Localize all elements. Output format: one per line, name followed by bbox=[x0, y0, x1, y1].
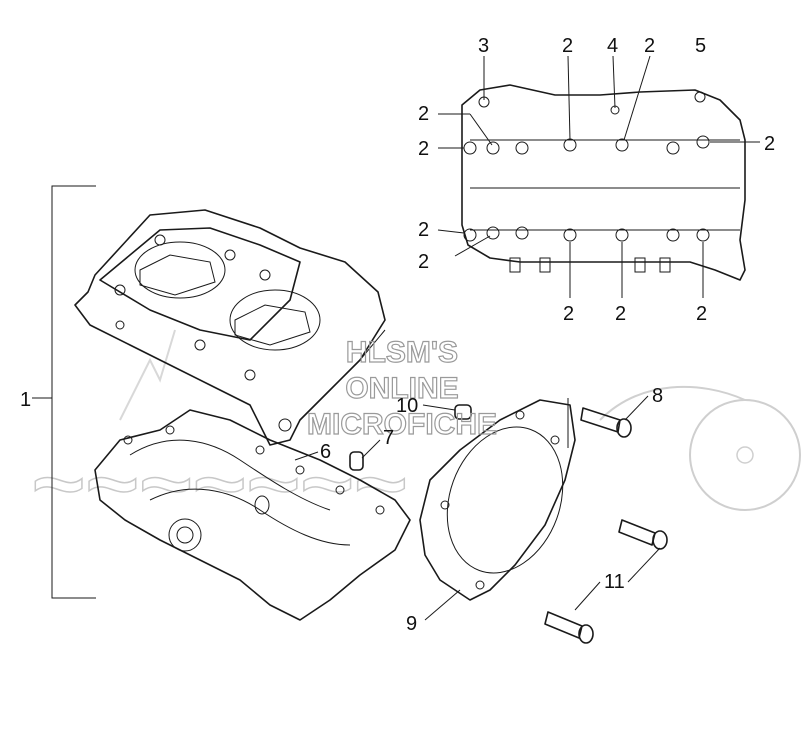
callout-2-left-a: 2 bbox=[418, 103, 429, 125]
bolt-11-upper bbox=[618, 519, 668, 550]
callout-9: 9 bbox=[406, 613, 417, 635]
callout-5: 5 bbox=[695, 35, 706, 57]
housing-9 bbox=[419, 398, 576, 601]
callout-2-left-c: 2 bbox=[418, 219, 429, 241]
callout-2-right: 2 bbox=[764, 133, 775, 155]
watermark-logo-text: ~~~~~~~ bbox=[30, 433, 406, 535]
watermark-graphic: ~~~~~~~ bbox=[29, 329, 801, 536]
callout-10: 10 bbox=[396, 395, 418, 417]
callout-1: 1 bbox=[20, 389, 31, 411]
callout-8: 8 bbox=[652, 385, 663, 407]
dowel-pin-10 bbox=[454, 404, 472, 420]
assembly-bracket bbox=[32, 185, 96, 599]
lower-crankcase bbox=[94, 409, 411, 621]
watermark-line-3: MICROFICHE bbox=[307, 408, 497, 441]
watermark-line-2: ONLINE bbox=[345, 372, 458, 405]
callout-2-left-b: 2 bbox=[418, 138, 429, 160]
bolt-8 bbox=[580, 407, 632, 438]
callout-3: 3 bbox=[478, 35, 489, 57]
callout-2-left-d: 2 bbox=[418, 251, 429, 273]
callout-11: 11 bbox=[604, 571, 625, 593]
callout-2-top-b: 2 bbox=[644, 35, 655, 57]
bolt-11-lower bbox=[544, 611, 594, 644]
dowel-pin-7 bbox=[349, 451, 364, 471]
callout-4: 4 bbox=[607, 35, 618, 57]
leader-lines bbox=[294, 55, 760, 621]
callout-7: 7 bbox=[383, 427, 394, 449]
callout-6: 6 bbox=[320, 441, 331, 463]
crankcase-bottom-view bbox=[461, 84, 746, 281]
upper-crankcase bbox=[74, 209, 386, 446]
watermark-wheel bbox=[689, 399, 801, 511]
watermark-line-1: HLSM'S bbox=[346, 336, 458, 369]
callout-2-bottom-c: 2 bbox=[696, 303, 707, 325]
callout-2-top-a: 2 bbox=[562, 35, 573, 57]
callout-2-bottom-a: 2 bbox=[563, 303, 574, 325]
callout-2-bottom-b: 2 bbox=[615, 303, 626, 325]
callouts: 1 3 2 4 2 5 2 2 2 2 2 2 2 2 6 7 10 8 11 … bbox=[20, 35, 775, 635]
watermark-text: HLSM'S ONLINE MICROFICHE bbox=[306, 335, 497, 441]
